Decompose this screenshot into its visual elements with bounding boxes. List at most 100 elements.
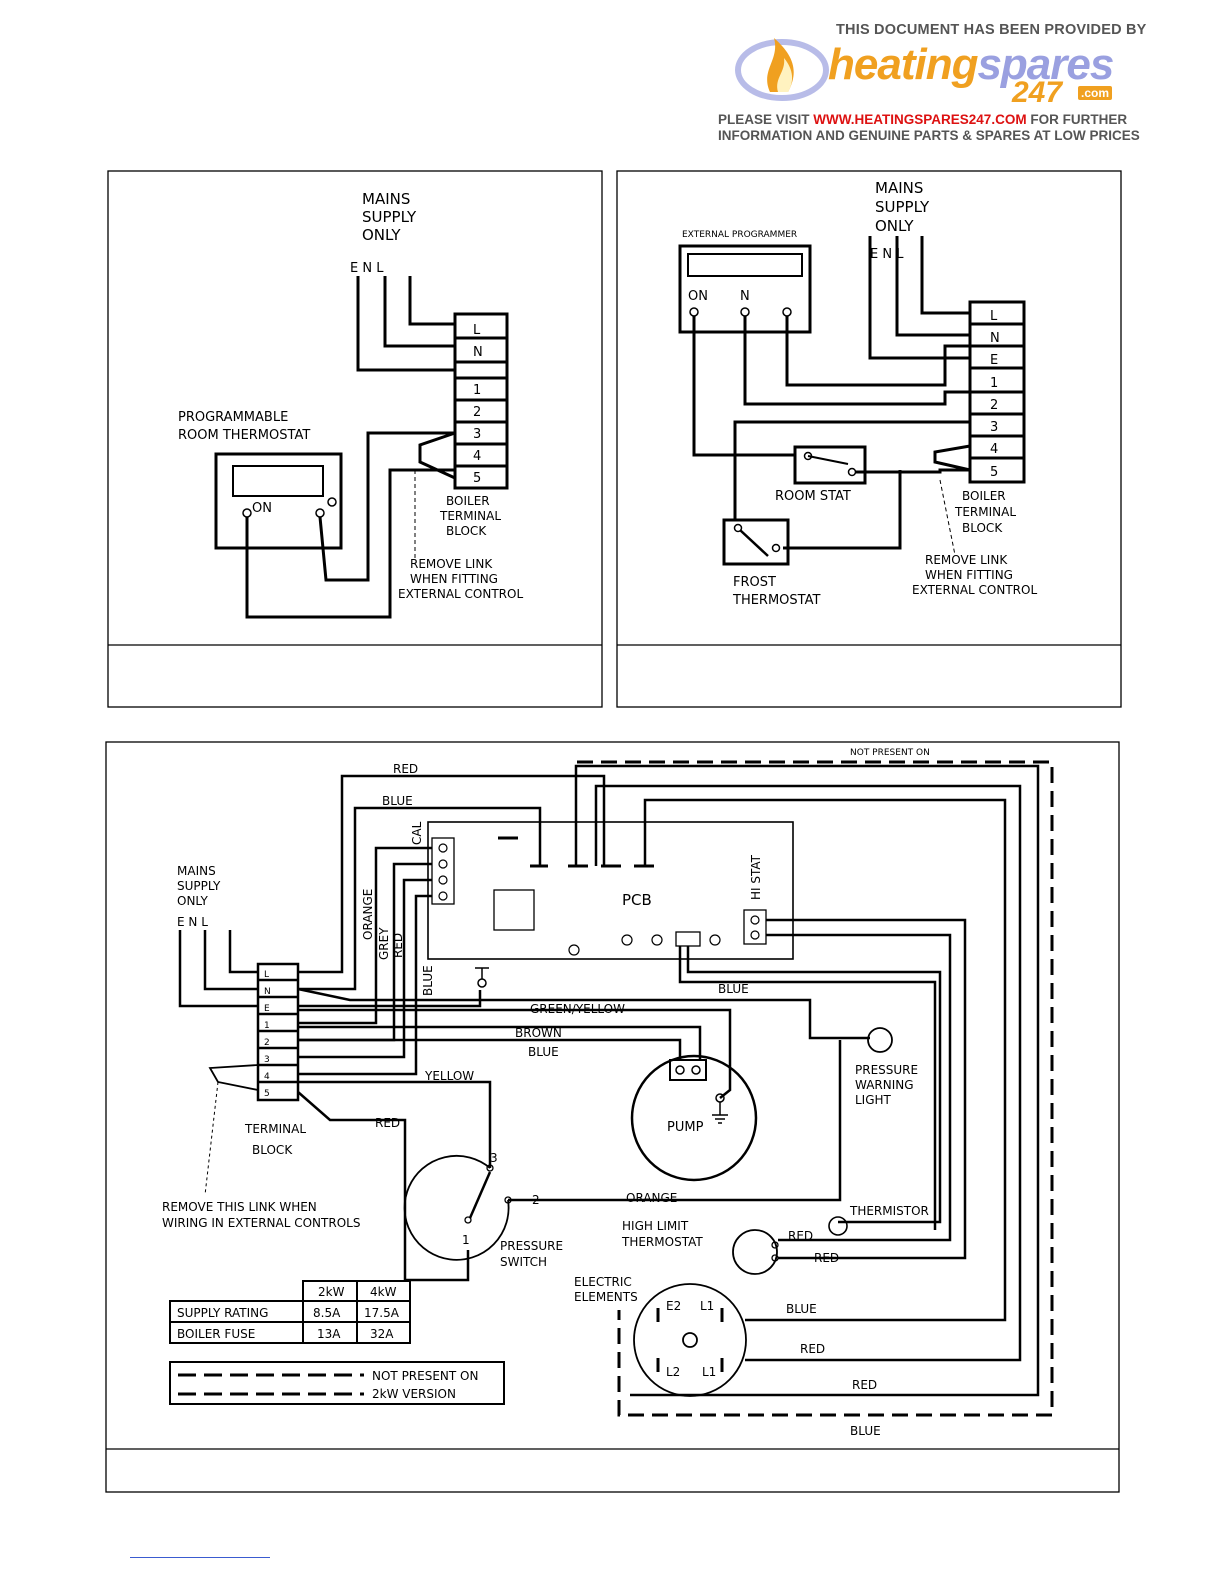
panel3-remove-note-1: REMOVE THIS LINK WHEN xyxy=(162,1200,317,1214)
panel3-term-3: 3 xyxy=(264,1055,270,1065)
panel3-thermistor-label: THERMISTOR xyxy=(849,1204,929,1218)
panel-external-programmer xyxy=(616,170,1122,708)
panel1-remove-3: EXTERNAL CONTROL xyxy=(398,587,523,601)
logo-word-spares: spares xyxy=(977,40,1114,89)
panel3-elements-1: ELECTRIC xyxy=(574,1275,632,1289)
panel3-terminal-block-2: BLOCK xyxy=(252,1143,293,1157)
panel3-red-el2: RED xyxy=(852,1378,877,1392)
table-row2-label: BOILER FUSE xyxy=(177,1327,255,1341)
visit-line-1: PLEASE VISIT WWW.HEATINGSPARES247.COM FO… xyxy=(718,112,1127,127)
panel3-red-h: RED xyxy=(375,1116,400,1130)
table-header-4kw: 4kW xyxy=(370,1285,397,1299)
panel1-mains-2: SUPPLY xyxy=(362,208,417,226)
panel3-red-v: RED xyxy=(391,933,405,958)
panel2-frost-2: THERMOSTAT xyxy=(732,593,820,608)
panel2-term-4: 4 xyxy=(990,442,998,457)
panel3-pump-label: PUMP xyxy=(667,1120,704,1135)
panel3-pressure-warning-light xyxy=(867,1027,893,1053)
panel2-n: N xyxy=(740,289,750,304)
panel3-ps-3: 3 xyxy=(490,1151,498,1165)
panel2-mains-1: MAINS xyxy=(875,179,923,197)
panel3-legend xyxy=(169,1361,505,1405)
panel1-terminal-block xyxy=(453,312,509,490)
panel2-frost-thermostat xyxy=(722,518,790,566)
panel1-prog-1: PROGRAMMABLE xyxy=(178,410,288,425)
panel3-blue-bottom: BLUE xyxy=(850,1424,881,1438)
panel3-pressure-3: LIGHT xyxy=(855,1093,892,1107)
panel1-mains-3: ONLY xyxy=(362,226,401,244)
panel-boiler-internal-wiring xyxy=(105,741,1120,1493)
visit-line-2: INFORMATION AND GENUINE PARTS & SPARES A… xyxy=(718,128,1140,143)
panel1-mains-1: MAINS xyxy=(362,190,410,208)
panel2-term-e: E xyxy=(990,353,998,368)
panel3-terminal-block-1: TERMINAL xyxy=(244,1122,306,1136)
panel1-term-l: L xyxy=(473,323,481,338)
panel1-term-1: 1 xyxy=(473,383,481,398)
panel3-red-hl2: RED xyxy=(814,1251,839,1265)
panel2-term-1: 1 xyxy=(990,376,998,391)
panel2-term-2: 2 xyxy=(990,398,998,413)
panel1-prog-2: ROOM THERMOSTAT xyxy=(178,428,310,443)
visit-suffix: FOR FURTHER xyxy=(1030,112,1128,127)
panel2-remove-1: REMOVE LINK xyxy=(925,553,1008,567)
panel3-elements-2: ELEMENTS xyxy=(574,1290,638,1304)
panel3-term-2: 2 xyxy=(264,1038,270,1048)
panel3-blue-el: BLUE xyxy=(786,1302,817,1316)
panel3-e2: E2 xyxy=(666,1299,681,1313)
panel2-frost-1: FROST xyxy=(733,575,776,590)
table-header-2kw: 2kW xyxy=(318,1285,345,1299)
panel2-labels: MAINS SUPPLY ONLY E N L EXTERNAL PROGRAM… xyxy=(682,179,1037,608)
panel2-remove-3: EXTERNAL CONTROL xyxy=(912,583,1037,597)
panel2-mains-3: ONLY xyxy=(875,217,914,235)
panel3-rating-table xyxy=(169,1280,411,1344)
panel3-pump xyxy=(630,1054,758,1182)
panel3-yellow: YELLOW xyxy=(424,1069,474,1083)
table-row1-4kw: 17.5A xyxy=(364,1306,400,1320)
panel2-frame xyxy=(616,170,1122,708)
logo-wordmark: heatingspares xyxy=(828,40,1114,90)
panel1-term-2: 2 xyxy=(473,405,481,420)
visit-url-link[interactable]: WWW.HEATINGSPARES247.COM xyxy=(813,112,1027,127)
panel2-remove-2: WHEN FITTING xyxy=(925,568,1013,582)
panel3-high-limit-2: THERMOSTAT xyxy=(621,1235,703,1249)
panel3-blue-h: BLUE xyxy=(718,982,749,996)
panel1-mains-wires xyxy=(356,276,455,372)
panel2-link-pointer xyxy=(939,479,956,556)
panel3-pressure-switch xyxy=(403,1154,512,1261)
panel3-l1-top: L1 xyxy=(700,1299,714,1313)
panel3-terminal-block xyxy=(256,962,300,1102)
panel1-term-n: N xyxy=(473,345,483,360)
panel3-term-e: E xyxy=(264,1004,270,1014)
panel3-blue-v: BLUE xyxy=(421,965,435,996)
panel1-boiler-3: BLOCK xyxy=(446,524,487,538)
panel1-boiler-1: BOILER xyxy=(446,494,490,508)
panel3-grey-v: GREY xyxy=(377,927,391,960)
panel1-term-4: 4 xyxy=(473,449,481,464)
logo-number: 247 xyxy=(1012,76,1063,109)
panel1-remove-1: REMOVE LINK xyxy=(410,557,493,571)
panel3-orange-v: ORANGE xyxy=(361,889,375,940)
panel3-link-pointer xyxy=(204,1081,219,1196)
panel1-labels: MAINS SUPPLY ONLY E N L L N 1 2 3 4 5 PR… xyxy=(178,190,523,601)
panel2-on: ON xyxy=(688,289,708,304)
panel3-l1-bot: L1 xyxy=(702,1365,716,1379)
table-row2-4kw: 32A xyxy=(370,1327,394,1341)
panel2-room-stat-label: ROOM STAT xyxy=(775,489,851,504)
panel2-term-n: N xyxy=(990,331,1000,346)
panel1-frame xyxy=(107,170,603,708)
panel3-enl: E N L xyxy=(177,915,208,929)
panel3-term-l: L xyxy=(264,970,269,980)
panel1-thermostat-wires xyxy=(245,431,456,619)
panel2-ext-programmer: EXTERNAL PROGRAMMER xyxy=(682,230,797,240)
panel1-remove-2: WHEN FITTING xyxy=(410,572,498,586)
panel2-boiler-1: BOILER xyxy=(962,489,1006,503)
panel1-term-3: 3 xyxy=(473,427,481,442)
panel3-labels: MAINS SUPPLY ONLY E N L L N E 1 2 3 4 5 … xyxy=(162,748,930,1438)
panel2-wires xyxy=(692,236,971,550)
panel3-pressure-2: WARNING xyxy=(855,1078,914,1092)
panel3-cal: CAL xyxy=(410,821,424,845)
panel3-orange-h: ORANGE xyxy=(626,1191,677,1205)
panel3-mains-3: ONLY xyxy=(177,894,209,908)
table-row1-label: SUPPLY RATING xyxy=(177,1306,268,1320)
